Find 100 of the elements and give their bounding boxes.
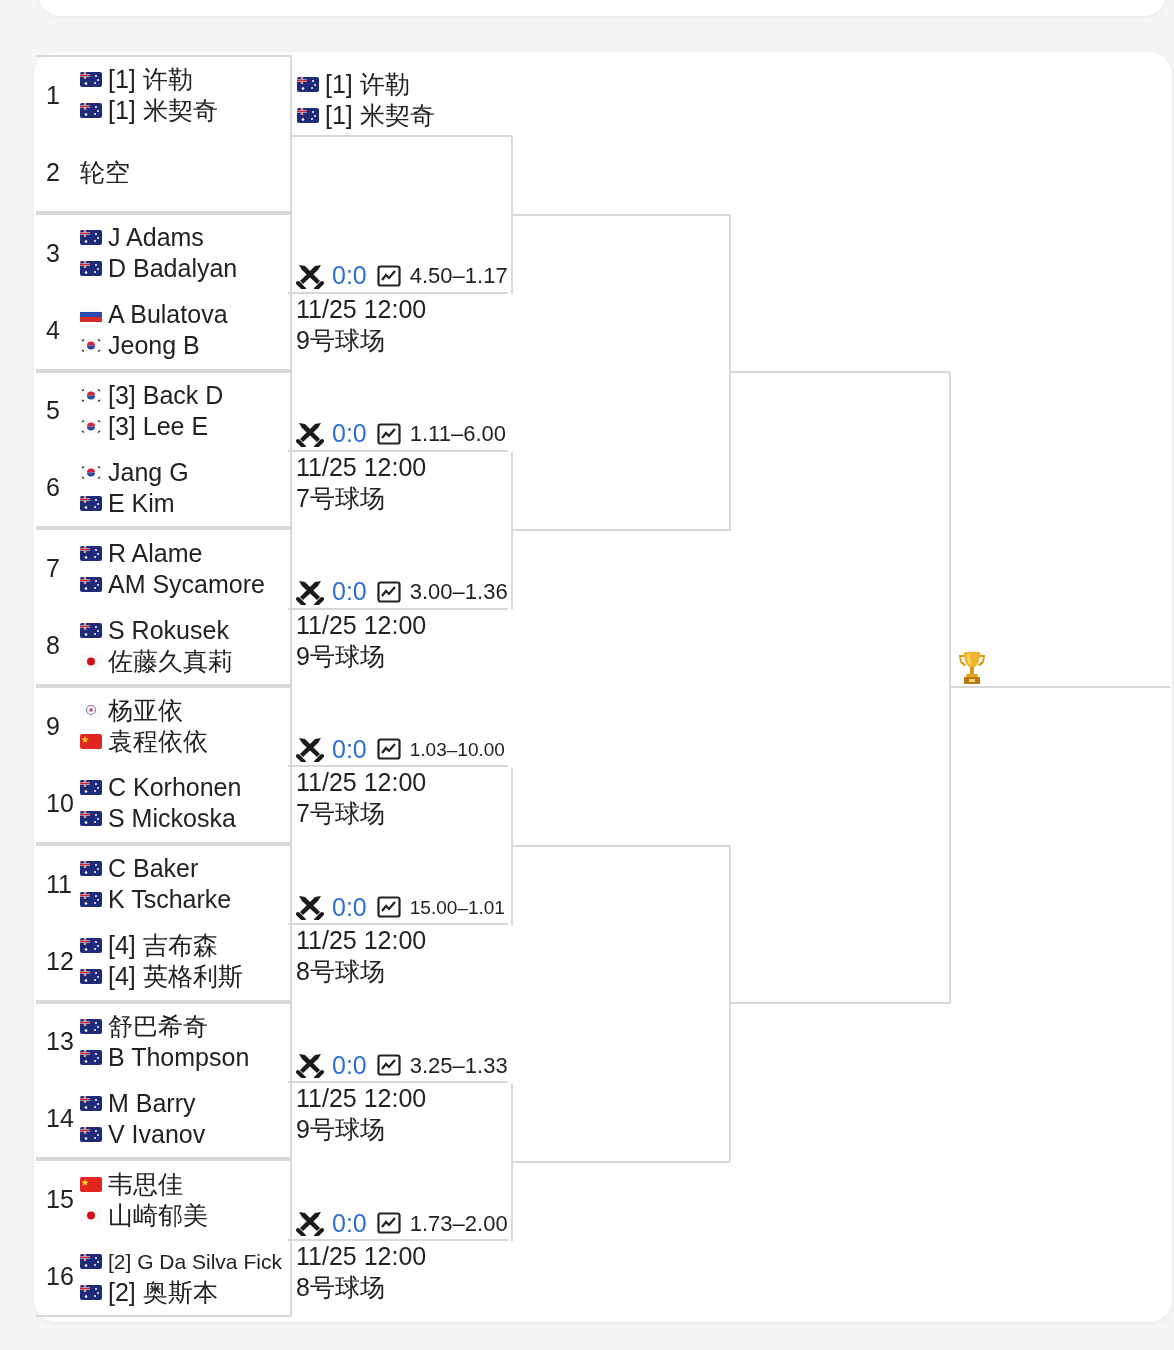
draw-entry (36, 528, 292, 608)
match-score: 0:0 (332, 1049, 367, 1081)
draw-entry (36, 133, 292, 213)
draw-entry (36, 607, 292, 686)
court-name: 9号球场 (296, 324, 385, 356)
draw-entry (36, 1238, 292, 1317)
bracket-connector (511, 529, 513, 611)
draw-number: 14 (46, 1103, 75, 1135)
bracket-connector (511, 1160, 513, 1242)
player-name: S Mickoska (108, 803, 236, 835)
draw-entry (36, 291, 292, 371)
player-name: AM Sycamore (108, 568, 265, 600)
player-name: M Barry (108, 1087, 196, 1119)
player-name: A Bulatova (108, 299, 228, 331)
draw-number: 1 (46, 79, 61, 111)
bracket-connector (729, 1002, 731, 1163)
bracket-connector (511, 766, 513, 847)
player-name: C Korhonen (108, 772, 242, 804)
player-name: 袁程依依 (108, 726, 208, 758)
draw-number: 15 (46, 1184, 75, 1216)
match-score: 0:0 (332, 733, 367, 765)
player-name: 韦思佳 (108, 1168, 183, 1200)
draw-entry (36, 212, 292, 292)
betting-odds: 3.25–1.33 (409, 1051, 508, 1080)
player-name: [3] Back D (108, 379, 224, 411)
court-name: 7号球场 (296, 798, 385, 830)
player-name: B Thompson (108, 1041, 250, 1073)
bracket-connector (511, 450, 513, 532)
draw-number: 4 (46, 314, 61, 346)
court-name: 7号球场 (296, 482, 385, 514)
player-name: [1] 许勒 (108, 64, 193, 96)
betting-odds: 15.00–1.01 (409, 895, 505, 920)
bracket-connector (511, 844, 513, 927)
player-name: [3] Lee E (108, 410, 209, 442)
match-time: 11/25 12:00 (296, 609, 427, 641)
betting-odds: 3.00–1.36 (409, 578, 508, 607)
match-score: 0:0 (332, 891, 367, 923)
match-score: 0:0 (332, 576, 367, 608)
player-name: [1] 米契奇 (325, 100, 435, 131)
player-name: K Tscharke (108, 884, 232, 916)
bracket-connector (729, 371, 731, 532)
player-name: E Kim (108, 487, 175, 519)
draw-entry (36, 686, 292, 765)
match-time: 11/25 12:00 (296, 767, 427, 799)
player-name: R Alame (108, 537, 203, 569)
draw-entry (36, 370, 292, 450)
draw-number: 16 (46, 1261, 75, 1293)
player-name: 山崎郁美 (108, 1199, 208, 1231)
draw-number: 12 (46, 945, 75, 977)
draw-number: 8 (46, 630, 61, 662)
draw-number: 10 (46, 787, 75, 819)
player-name: [1] 许勒 (325, 69, 410, 100)
player-name: [4] 吉布森 (108, 930, 218, 962)
betting-odds: 4.50–1.17 (409, 262, 508, 291)
match-time: 11/25 12:00 (296, 1241, 427, 1272)
bracket-connector (949, 371, 951, 688)
player-name: [1] 米契奇 (108, 95, 218, 127)
player-name: [2] G Da Silva Fick (108, 1248, 282, 1275)
bracket-connector (511, 1082, 513, 1163)
draw-number: 13 (46, 1026, 75, 1058)
draw-number: 11 (46, 868, 73, 900)
draw-entry (36, 1159, 292, 1239)
player-name: 轮空 (80, 156, 130, 188)
court-name: 9号球场 (296, 1114, 385, 1146)
player-name: 杨亚依 (108, 695, 183, 727)
player-name: V Ivanov (108, 1118, 206, 1150)
bracket-connector (511, 213, 513, 295)
bracket-connector (729, 844, 731, 1004)
player-name: S Rokusek (108, 614, 229, 646)
player-name: [2] 奥斯本 (108, 1276, 218, 1308)
match-score: 0:0 (332, 260, 367, 292)
betting-odds: 1.11–6.00 (409, 420, 506, 449)
match-time: 11/25 12:00 (296, 293, 427, 325)
player-name: J Adams (108, 222, 204, 254)
match-score: 0:0 (332, 418, 367, 450)
player-name: 佐藤久真莉 (108, 645, 233, 677)
player-name: Jang G (108, 456, 189, 488)
draw-entry (36, 1001, 292, 1081)
draw-number: 5 (46, 395, 61, 427)
player-name: D Badalyan (108, 253, 238, 285)
player-name: [4] 英格利斯 (108, 961, 243, 993)
match-score: 0:0 (332, 1207, 367, 1239)
betting-odds: 1.73–2.00 (409, 1209, 508, 1238)
court-name: 8号球场 (296, 1272, 385, 1303)
bracket-connector (511, 135, 513, 216)
draw-entry (36, 55, 292, 134)
draw-entry (36, 1080, 292, 1160)
match-time: 11/25 12:00 (296, 451, 427, 483)
draw-entry (36, 764, 292, 844)
match-time: 11/25 12:00 (296, 1083, 427, 1115)
bracket-connector (729, 213, 731, 373)
draw-number: 3 (46, 237, 61, 269)
betting-odds: 1.03–10.00 (409, 737, 505, 762)
player-name: Jeong B (108, 330, 200, 362)
match-time: 11/25 12:00 (296, 925, 427, 957)
player-name: 舒巴希奇 (108, 1010, 208, 1042)
draw-number: 6 (46, 472, 61, 504)
draw-number: 7 (46, 553, 61, 585)
draw-number: 2 (46, 156, 61, 188)
court-name: 9号球场 (296, 640, 385, 672)
